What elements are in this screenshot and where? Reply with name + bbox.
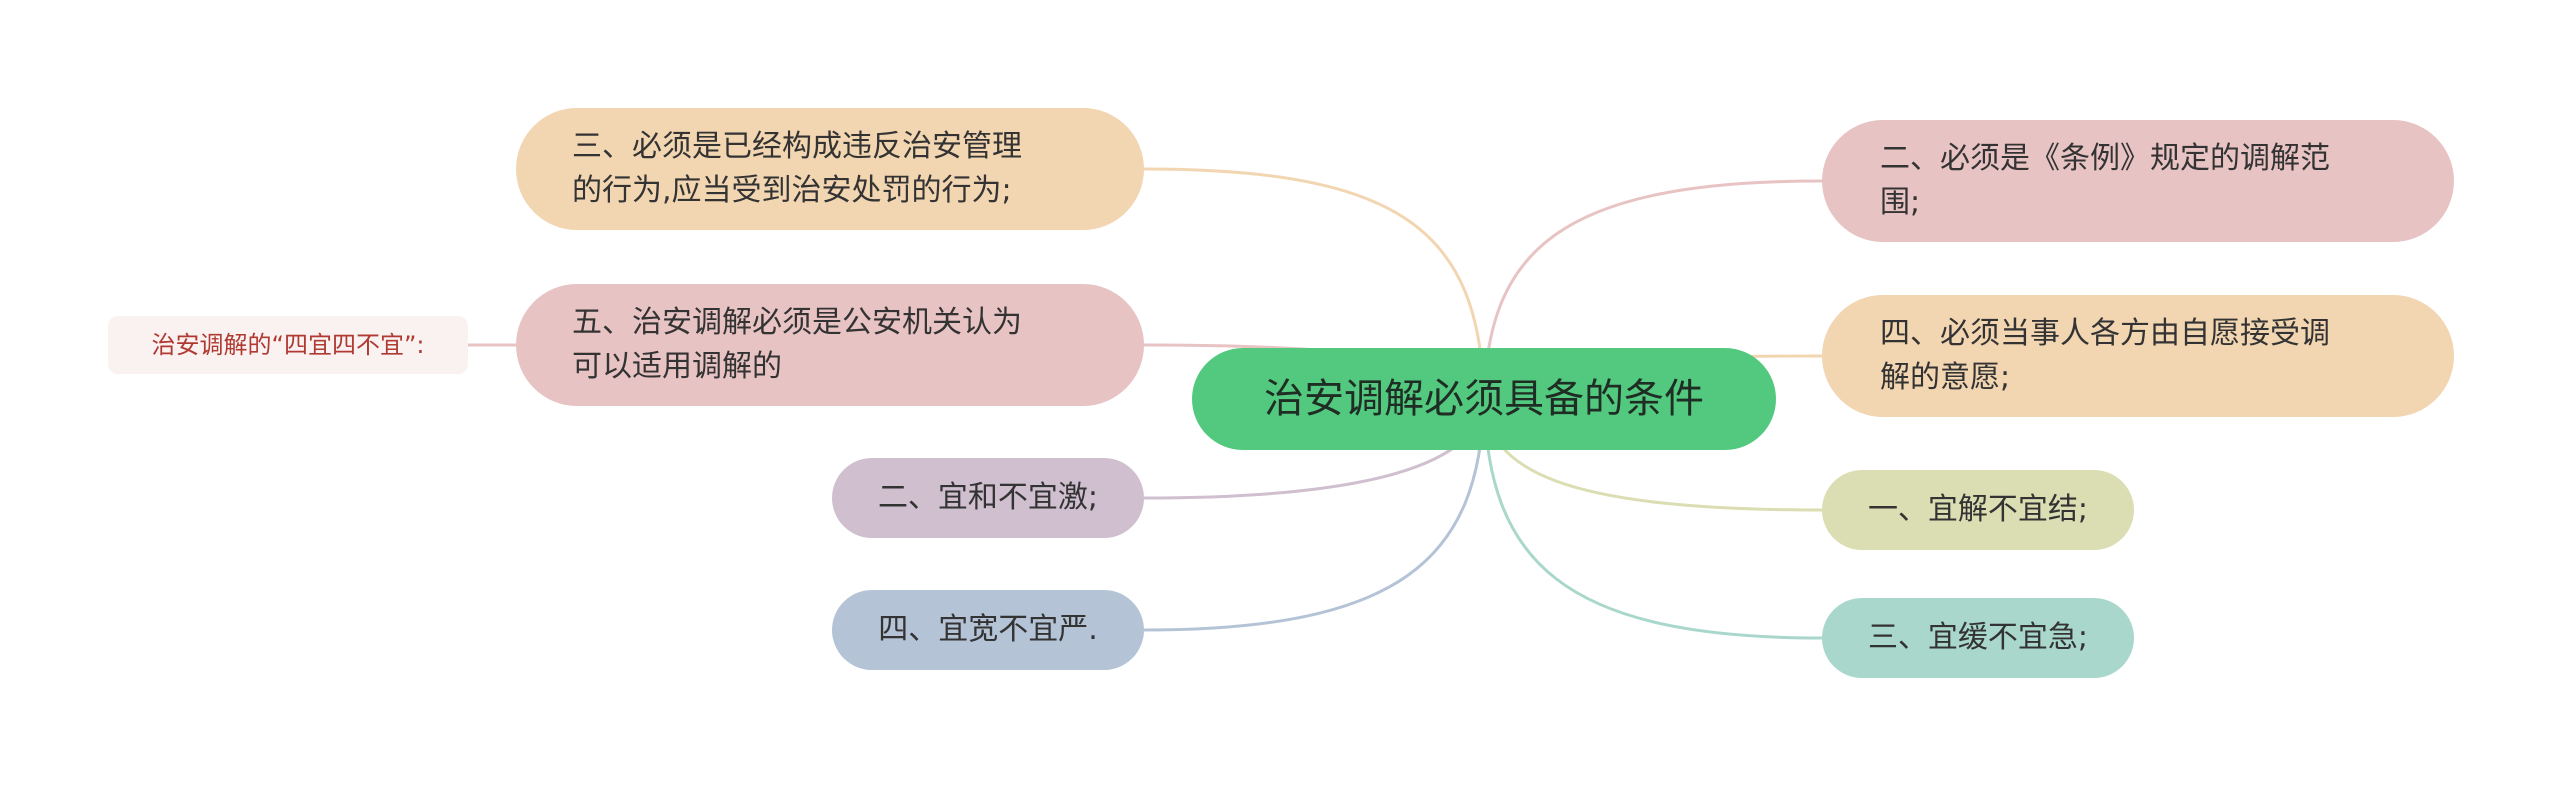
branch-right-1-text: 二、必须是《条例》规定的调解范 围; — [1880, 137, 2330, 225]
branch-left-3[interactable]: 二、宜和不宜激; — [832, 458, 1144, 538]
branch-left-1-line-1: 三、必须是已经构成违反治安管理 — [572, 129, 1022, 164]
branch-right-1-line-2: 围; — [1880, 185, 1921, 220]
connector-right-4 — [1482, 398, 1823, 640]
branch-left-2-text: 五、治安调解必须是公安机关认为 可以适用调解的 — [572, 301, 1022, 389]
connector-left-1 — [1143, 167, 1486, 400]
note-label: 治安调解的“四宜四不宜”: — [151, 331, 425, 359]
branch-left-1[interactable]: 三、必须是已经构成违反治安管理 的行为,应当受到治安处罚的行为; — [516, 108, 1144, 230]
branch-right-2-line-1: 四、必须当事人各方由自愿接受调 — [1880, 316, 2330, 351]
branch-left-4[interactable]: 四、宜宽不宜严. — [832, 590, 1144, 670]
branch-right-4-label: 三、宜缓不宜急; — [1867, 620, 2089, 655]
connector-left-4 — [1143, 398, 1486, 632]
branch-right-3[interactable]: 一、宜解不宜结; — [1822, 470, 2134, 550]
branch-right-2[interactable]: 四、必须当事人各方由自愿接受调 解的意愿; — [1822, 295, 2454, 417]
central-topic-label: 治安调解必须具备的条件 — [1264, 376, 1704, 422]
branch-left-3-label: 二、宜和不宜激; — [877, 480, 1099, 515]
branch-left-2-line-1: 五、治安调解必须是公安机关认为 — [572, 305, 1022, 340]
branch-left-2-line-2: 可以适用调解的 — [572, 349, 782, 384]
branch-right-1[interactable]: 二、必须是《条例》规定的调解范 围; — [1822, 120, 2454, 242]
connector-right-1 — [1482, 179, 1823, 400]
branch-left-4-label: 四、宜宽不宜严. — [878, 612, 1098, 647]
branch-left-2[interactable]: 五、治安调解必须是公安机关认为 可以适用调解的 — [516, 284, 1144, 406]
branch-left-1-text: 三、必须是已经构成违反治安管理 的行为,应当受到治安处罚的行为; — [572, 125, 1022, 213]
note-four-dos-four-donts[interactable]: 治安调解的“四宜四不宜”: — [108, 316, 468, 374]
central-topic[interactable]: 治安调解必须具备的条件 — [1192, 348, 1776, 450]
branch-right-1-line-1: 二、必须是《条例》规定的调解范 — [1880, 141, 2330, 176]
branch-right-3-label: 一、宜解不宜结; — [1867, 492, 2089, 527]
branch-right-2-line-2: 解的意愿; — [1880, 360, 2011, 395]
branch-right-2-text: 四、必须当事人各方由自愿接受调 解的意愿; — [1880, 312, 2330, 400]
branch-left-1-line-2: 的行为,应当受到治安处罚的行为; — [572, 173, 1012, 208]
branch-right-4[interactable]: 三、宜缓不宜急; — [1822, 598, 2134, 678]
